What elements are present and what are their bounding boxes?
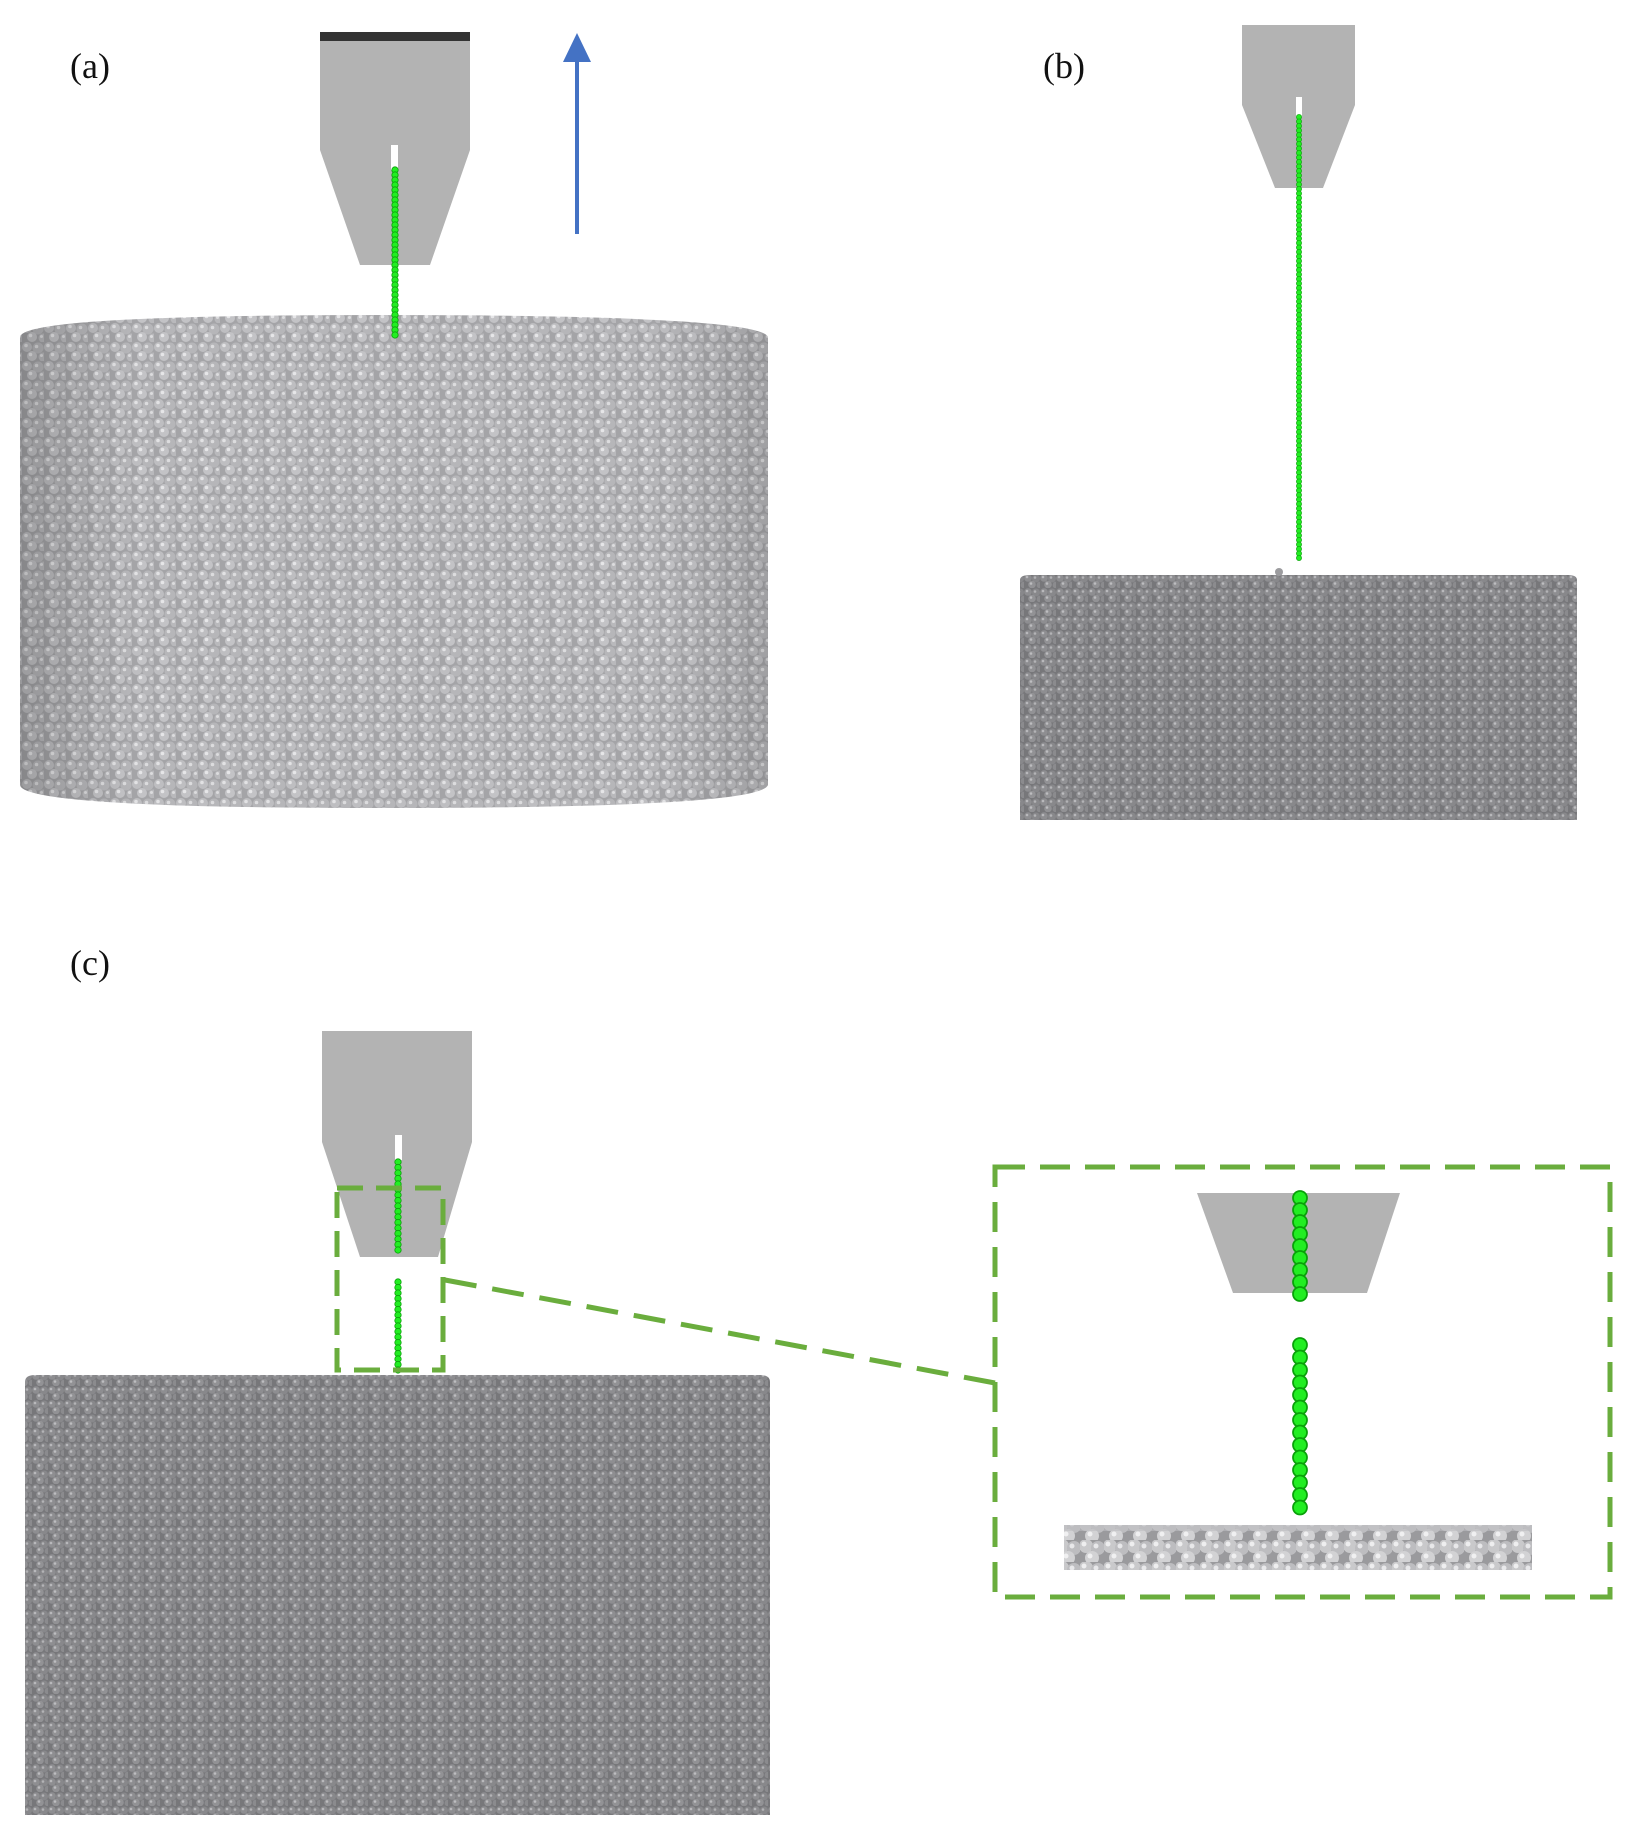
nozzle-a <box>320 32 470 265</box>
nozzle-channel <box>1296 97 1302 117</box>
particle-bed-a <box>20 315 768 808</box>
filament-b <box>1296 114 1302 561</box>
filament-bead <box>1292 1286 1308 1302</box>
zoom-inset <box>1064 1190 1532 1570</box>
panel-a-label: (a) <box>70 46 110 86</box>
filament-a <box>391 166 399 339</box>
panel-c: (c) <box>25 943 1613 1815</box>
filament-bead <box>1296 555 1302 561</box>
particle-bed-b <box>1020 568 1577 820</box>
filament-c <box>394 1158 402 1374</box>
nozzle-b <box>1242 25 1355 188</box>
filament-bead <box>391 331 399 339</box>
nozzle-cap <box>320 32 470 41</box>
filament-bead <box>394 1246 402 1254</box>
panel-a: (a) <box>20 32 768 808</box>
zoom-source-frame <box>334 1185 446 1373</box>
nozzle-channel <box>391 145 398 170</box>
particle-surface-zoomed <box>1064 1525 1532 1570</box>
up-arrow-head <box>563 33 591 62</box>
filament-bead <box>1292 1499 1308 1516</box>
nozzle-channel <box>395 1135 402 1160</box>
panel-c-label: (c) <box>70 943 110 983</box>
filament-zoomed <box>1292 1190 1308 1516</box>
panel-b-label: (b) <box>1043 46 1085 86</box>
zoom-connector-line <box>444 1277 996 1386</box>
nozzle-c <box>322 1031 472 1257</box>
particle-bed-c <box>25 1375 770 1815</box>
panel-b: (b) <box>1020 25 1577 820</box>
zoom-inset-frame <box>992 1164 1613 1600</box>
